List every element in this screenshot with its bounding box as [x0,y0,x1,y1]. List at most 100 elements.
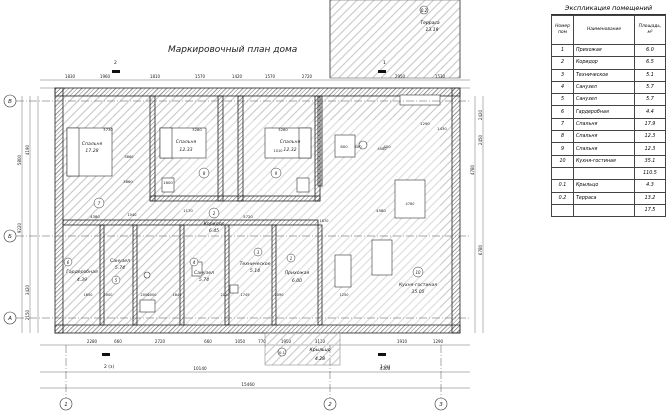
dims-small-0: 1650 [84,293,93,297]
axis-bubble-2 [323,397,337,411]
room-8-area: 12.33 [179,147,192,153]
room-6-name: Гардеробная [66,269,98,275]
cell-area: 5.1 [634,68,666,82]
room-3-name: Техническое [240,261,271,267]
room-2-number: 2 [213,211,216,216]
dims-bottom-5: 770 [258,339,266,344]
cell-num: 3 [551,68,574,82]
dims-top-small-4: 3860 [123,179,133,184]
dims-bottom-0: 2280 [87,339,98,344]
cell-name: Санузел [573,93,635,107]
axis-label-v: В [8,99,12,105]
dims-top-3: 1570 [195,74,206,79]
dims-right-3: 6780 [478,244,483,255]
cell-num: 0.2 [551,191,574,205]
dims-top-4: 1420 [232,74,243,79]
room-9-area: 12.32 [283,147,296,153]
cell-num: 6 [551,105,574,119]
dims-bottom-2: 2720 [155,339,166,344]
cell-name: Техническое [573,68,635,82]
cell-num: 5 [551,93,574,107]
section-mark-top-left: 2 [114,60,117,66]
axis-bubble-v [3,94,17,108]
dims-small-5: 1250 [340,293,349,297]
dims-bottom-1: 660 [114,339,122,344]
cell-area: 6.0 [634,43,666,58]
dims-small-8: 1840 [173,293,182,297]
dims-top-small-9: 400 [383,144,391,149]
dims-top-small-2: 3260 [278,127,288,132]
room-7-name: Спальня [82,141,103,147]
room-schedule: Экспликация помещений Номер пом Наименов… [551,2,666,218]
dims-bottom-3: 660 [204,339,212,344]
cell-area: 4.3 [634,179,666,193]
room-8-name: Спальня [176,139,197,145]
dims-right-0: 2420 [478,109,483,120]
terrace-area: 0.2 Терраса 13.19 [329,0,461,79]
cell-area: 17.9 [634,117,666,132]
dims-small-1: 2000 [104,293,113,297]
cell-num: 10 [551,154,574,168]
terrace-name: Терраса [420,20,439,26]
dims-small-11: 4780 [406,202,415,206]
dims-top-small-0: 3730 [103,127,113,132]
cell-name [573,203,635,218]
header-name: Наименование [573,15,635,45]
dims-top-small-11: 600 [354,144,362,149]
dims-top-small-6: 5720 [243,214,253,219]
dims-top-2: 1810 [150,74,161,79]
cell-num: 2 [551,56,574,70]
room-number-bubbles [63,167,424,285]
dims-right-1: 4780 [470,164,475,175]
inner-walls [62,95,323,326]
terrace-number: 0.2 [421,8,428,13]
outer-walls [54,87,461,334]
dims-top-5: 1570 [265,74,276,79]
axis-label-2: 2 [328,402,332,408]
grid-axes [16,100,470,400]
room-7-area: 17.28 [85,148,98,154]
room-10-name: Кухня-гостиная [399,282,437,288]
axis-label-3: 3 [439,402,443,408]
dims-small-2: 2000 [141,293,150,297]
room-5-area: 5.74 [115,265,125,271]
cell-num: 8 [551,130,574,144]
cell-area: 6.5 [634,56,666,70]
room-4-area: 5.74 [199,277,209,283]
porch-name: Крыльцо [310,347,331,353]
axis-markers [3,94,448,411]
dims-top-small-3: 4380 [90,214,100,219]
section-mark-top-right: 1 [383,60,386,66]
dims-top-small-1: 3260 [192,127,202,132]
cell-name: Кухня-гостиная [573,154,635,168]
dims-bottom2-2: 15460 [241,382,255,387]
cell-num: 9 [551,142,574,156]
dims-bottom-4: 1050 [235,339,246,344]
room-9-name: Спальня [280,139,301,145]
dims-top-6: 2720 [302,74,313,79]
room-8-number: 8 [203,171,206,176]
dims-bottom2-1: 4300 [380,366,391,371]
cell-name: Коридор [573,56,635,70]
section-mark-bottom-right: 1 (з) [380,364,390,370]
dims-small-10: 1010 [274,149,283,153]
cell-area: 17.5 [634,203,666,218]
dims-top-small-7: 1170 [183,208,193,213]
room-6-area: 4.39 [77,277,87,283]
cell-num: 7 [551,117,574,132]
room-10-number: 10 [415,270,421,275]
cell-area: 5.7 [634,80,666,95]
cell-name: Гардеробная [573,105,635,119]
dims-top-0: 1830 [65,74,76,79]
dims-top-small-8: 4580 [376,208,386,213]
dims-top-7: 2950 [395,74,406,79]
